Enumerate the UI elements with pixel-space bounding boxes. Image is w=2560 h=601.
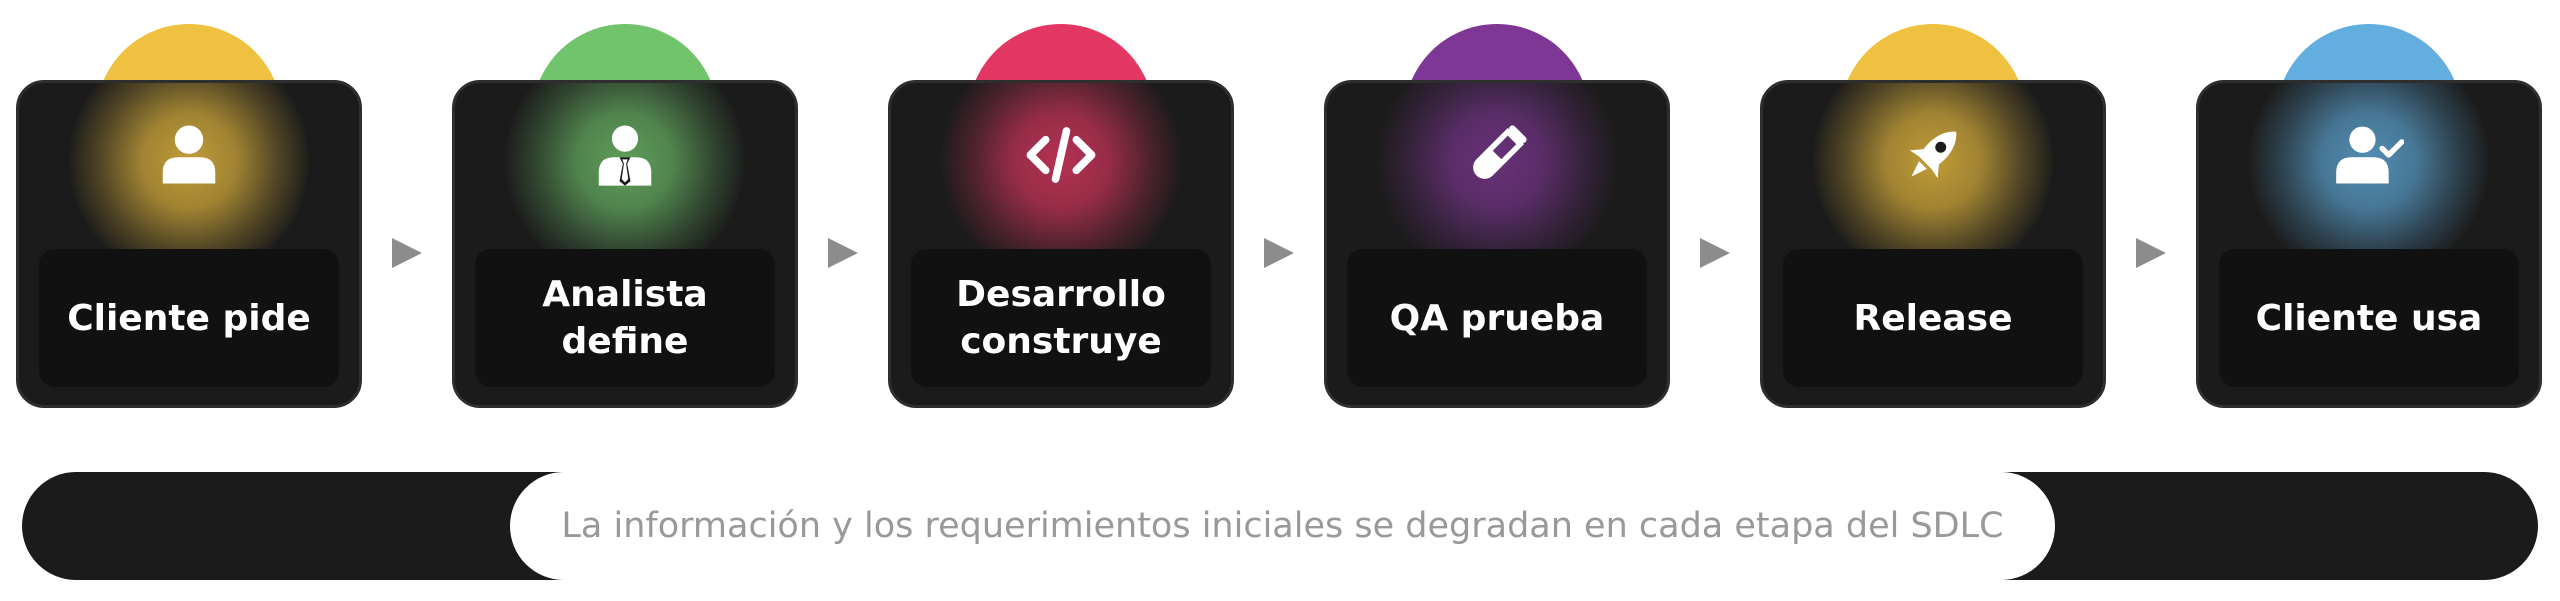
- step-qa-prueba: QA prueba: [1324, 24, 1670, 408]
- step-label: Cliente pide: [67, 297, 311, 339]
- user-icon: [154, 120, 224, 190]
- step-label: Desarrollo construye: [956, 274, 1166, 362]
- step-label: Release: [1853, 297, 2013, 339]
- test-tube-icon: [1462, 120, 1532, 190]
- step-label: Analista define: [542, 274, 708, 362]
- arrow-right-icon: [1700, 238, 1730, 268]
- user-check-icon: [2334, 120, 2404, 190]
- step-analista-define: Analista define: [452, 24, 798, 408]
- step-label: Cliente usa: [2255, 297, 2483, 339]
- step-cliente-usa: Cliente usa: [2196, 24, 2542, 408]
- arrow-right-icon: [828, 238, 858, 268]
- arrow-right-icon: [2136, 238, 2166, 268]
- step-label: QA prueba: [1389, 297, 1605, 339]
- step-glow: [941, 83, 1181, 281]
- user-tie-icon: [590, 120, 660, 190]
- step-glow: [1813, 83, 2053, 281]
- step-label-box: QA prueba: [1347, 249, 1647, 387]
- arrow-right-icon: [392, 238, 422, 268]
- step-glow: [1377, 83, 1617, 281]
- step-label-box: Cliente usa: [2219, 249, 2519, 387]
- step-label-box: Analista define: [475, 249, 775, 387]
- step-desarrollo-construye: Desarrollo construye: [888, 24, 1234, 408]
- step-release: Release: [1760, 24, 2106, 408]
- step-card: QA prueba: [1324, 80, 1670, 408]
- banner-pill: La información y los requerimientos inic…: [510, 472, 2055, 580]
- step-card: Analista define: [452, 80, 798, 408]
- step-card: Desarrollo construye: [888, 80, 1234, 408]
- step-label-box: Cliente pide: [39, 249, 339, 387]
- arrow-right-icon: [1264, 238, 1294, 268]
- step-card: Release: [1760, 80, 2106, 408]
- banner-message: La información y los requerimientos inic…: [561, 506, 2004, 546]
- step-cliente-pide: Cliente pide: [16, 24, 362, 408]
- step-card: Cliente usa: [2196, 80, 2542, 408]
- degradation-banner: La información y los requerimientos inic…: [22, 472, 2538, 580]
- step-label-box: Release: [1783, 249, 2083, 387]
- code-icon: [1026, 120, 1096, 190]
- step-card: Cliente pide: [16, 80, 362, 408]
- rocket-icon: [1898, 120, 1968, 190]
- step-label-box: Desarrollo construye: [911, 249, 1211, 387]
